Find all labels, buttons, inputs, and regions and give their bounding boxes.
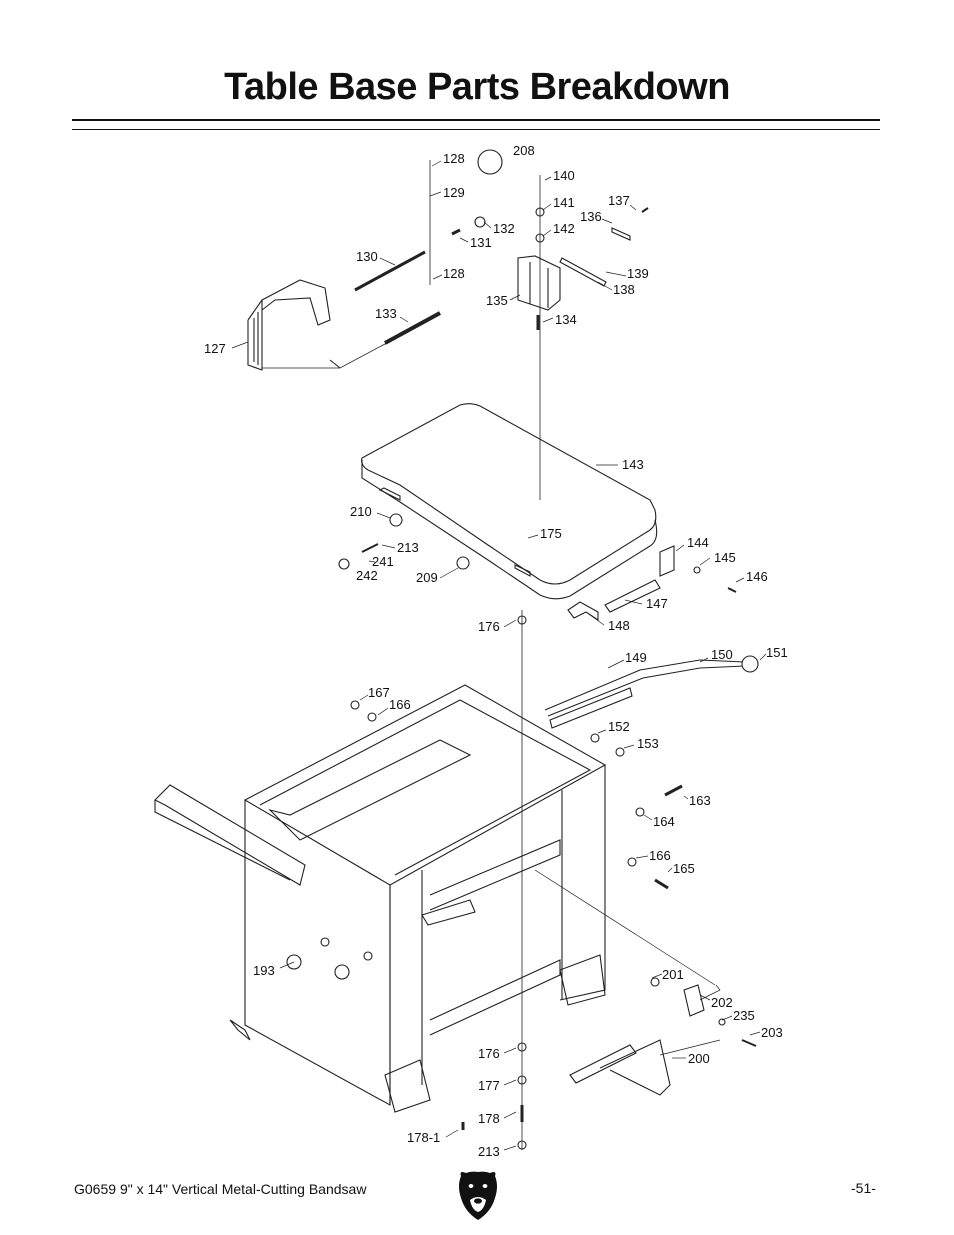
part-label: 140 [553,168,575,183]
part-label: 147 [646,596,668,611]
part-label: 178 [478,1111,500,1126]
part-label: 133 [375,306,397,321]
part-label: 128 [443,151,465,166]
part-label: 143 [622,457,644,472]
part-label: 176 [478,1046,500,1061]
footer-description: 9" x 14" Vertical Metal-Cutting Bandsaw [119,1181,367,1197]
part-label: 148 [608,618,630,633]
part-label: 209 [416,570,438,585]
title-rule-top [72,119,880,121]
part-label: 131 [470,235,492,250]
part-label: 132 [493,221,515,236]
part-label: 178-1 [407,1130,440,1145]
part-label: 176 [478,619,500,634]
part-label: 235 [733,1008,755,1023]
part-label: 202 [711,995,733,1010]
part-label: 213 [397,540,419,555]
part-label: 136 [580,209,602,224]
footer-text: G0659 9" x 14" Vertical Metal-Cutting Ba… [74,1181,366,1197]
part-label: 146 [746,569,768,584]
part-label: 129 [443,185,465,200]
title-rule-bottom [72,129,880,130]
part-label: 144 [687,535,709,550]
part-label: 213 [478,1144,500,1159]
part-label: 139 [627,266,649,281]
part-label: 193 [253,963,275,978]
part-label: 134 [555,312,577,327]
part-label: 201 [662,967,684,982]
part-label: 166 [389,697,411,712]
part-label: 128 [443,266,465,281]
part-label: 175 [540,526,562,541]
part-label: 152 [608,719,630,734]
part-label: 151 [766,645,788,660]
part-label: 130 [356,249,378,264]
part-labels: 128 208 140 129 141 137 136 142 132 131 … [204,143,788,1159]
part-label: 135 [486,293,508,308]
part-label: 210 [350,504,372,519]
part-label: 166 [649,848,671,863]
part-label: 142 [553,221,575,236]
part-label: 241 [372,554,394,569]
part-label: 242 [356,568,378,583]
part-label: 145 [714,550,736,565]
part-label: 150 [711,647,733,662]
bear-logo-icon [459,1171,497,1220]
footer-model: G0659 [74,1181,117,1197]
part-label: 208 [513,143,535,158]
part-label: 203 [761,1025,783,1040]
part-label: 137 [608,193,630,208]
part-label: 138 [613,282,635,297]
page-title: Table Base Parts Breakdown [224,66,730,108]
part-label: 167 [368,685,390,700]
part-label: 164 [653,814,675,829]
part-label: 200 [688,1051,710,1066]
part-label: 127 [204,341,226,356]
part-label: 177 [478,1078,500,1093]
part-label: 153 [637,736,659,751]
part-label: 163 [689,793,711,808]
part-label: 149 [625,650,647,665]
page-number: -51- [851,1180,876,1196]
part-label: 165 [673,861,695,876]
part-label: 141 [553,195,575,210]
